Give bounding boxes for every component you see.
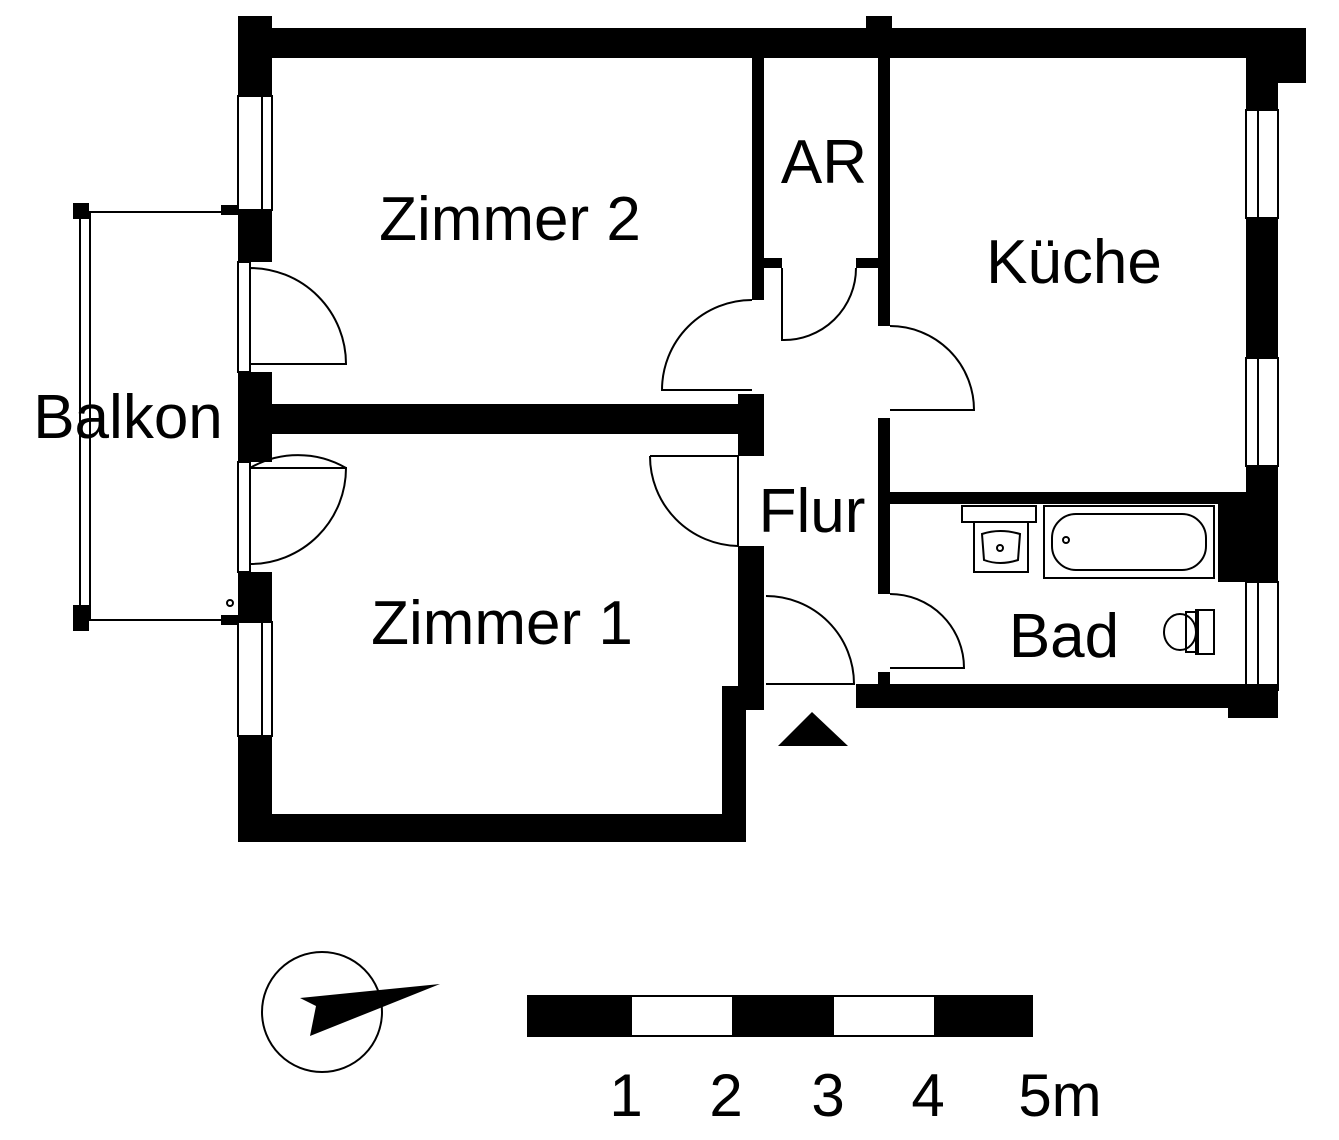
bathtub (1043, 505, 1215, 579)
window-zimmer1 (237, 621, 273, 737)
label-bad: Bad (1009, 602, 1119, 671)
sink (961, 505, 1037, 523)
label-ar: AR (781, 128, 867, 197)
window-kueche-1 (1245, 109, 1279, 219)
scale-label-1: 1 (609, 1062, 642, 1129)
label-balkon: Balkon (33, 383, 223, 452)
label-flur: Flur (759, 477, 866, 546)
entrance-arrow-icon (778, 712, 848, 746)
toilet (1163, 609, 1215, 655)
scale-label-5m: 5m (1018, 1062, 1101, 1129)
scale-segment-5 (934, 996, 1032, 1036)
label-kueche: Küche (986, 228, 1162, 297)
door-entrance (765, 595, 856, 685)
compass-icon (261, 951, 440, 1073)
scale-segment-3 (732, 996, 834, 1036)
door-ar (781, 267, 857, 342)
balcony (73, 203, 239, 631)
door-zimmer2 (660, 299, 753, 391)
door-kueche (889, 325, 976, 411)
window-zimmer2 (237, 95, 273, 211)
scale-label-4: 4 (911, 1062, 944, 1129)
scale-segment-1 (528, 996, 632, 1036)
door-balkon-zimmer2 (249, 266, 348, 365)
label-zimmer1: Zimmer 1 (371, 589, 633, 658)
window-kueche-2 (1245, 357, 1279, 467)
door-balkon-zimmer1 (249, 467, 348, 565)
scale-label-3: 3 (811, 1062, 844, 1129)
door-balkon-zimmer1-arc (249, 454, 347, 469)
walls (238, 16, 1306, 842)
door-bad (889, 593, 966, 669)
scale-label-2: 2 (709, 1062, 742, 1129)
door-zimmer1 (649, 455, 739, 548)
bath-fixtures (961, 505, 1215, 655)
window-bad (1245, 581, 1279, 691)
doors (249, 266, 976, 685)
label-zimmer2: Zimmer 2 (379, 185, 641, 254)
scale-bar: 1 2 3 4 5m (527, 995, 1102, 1129)
